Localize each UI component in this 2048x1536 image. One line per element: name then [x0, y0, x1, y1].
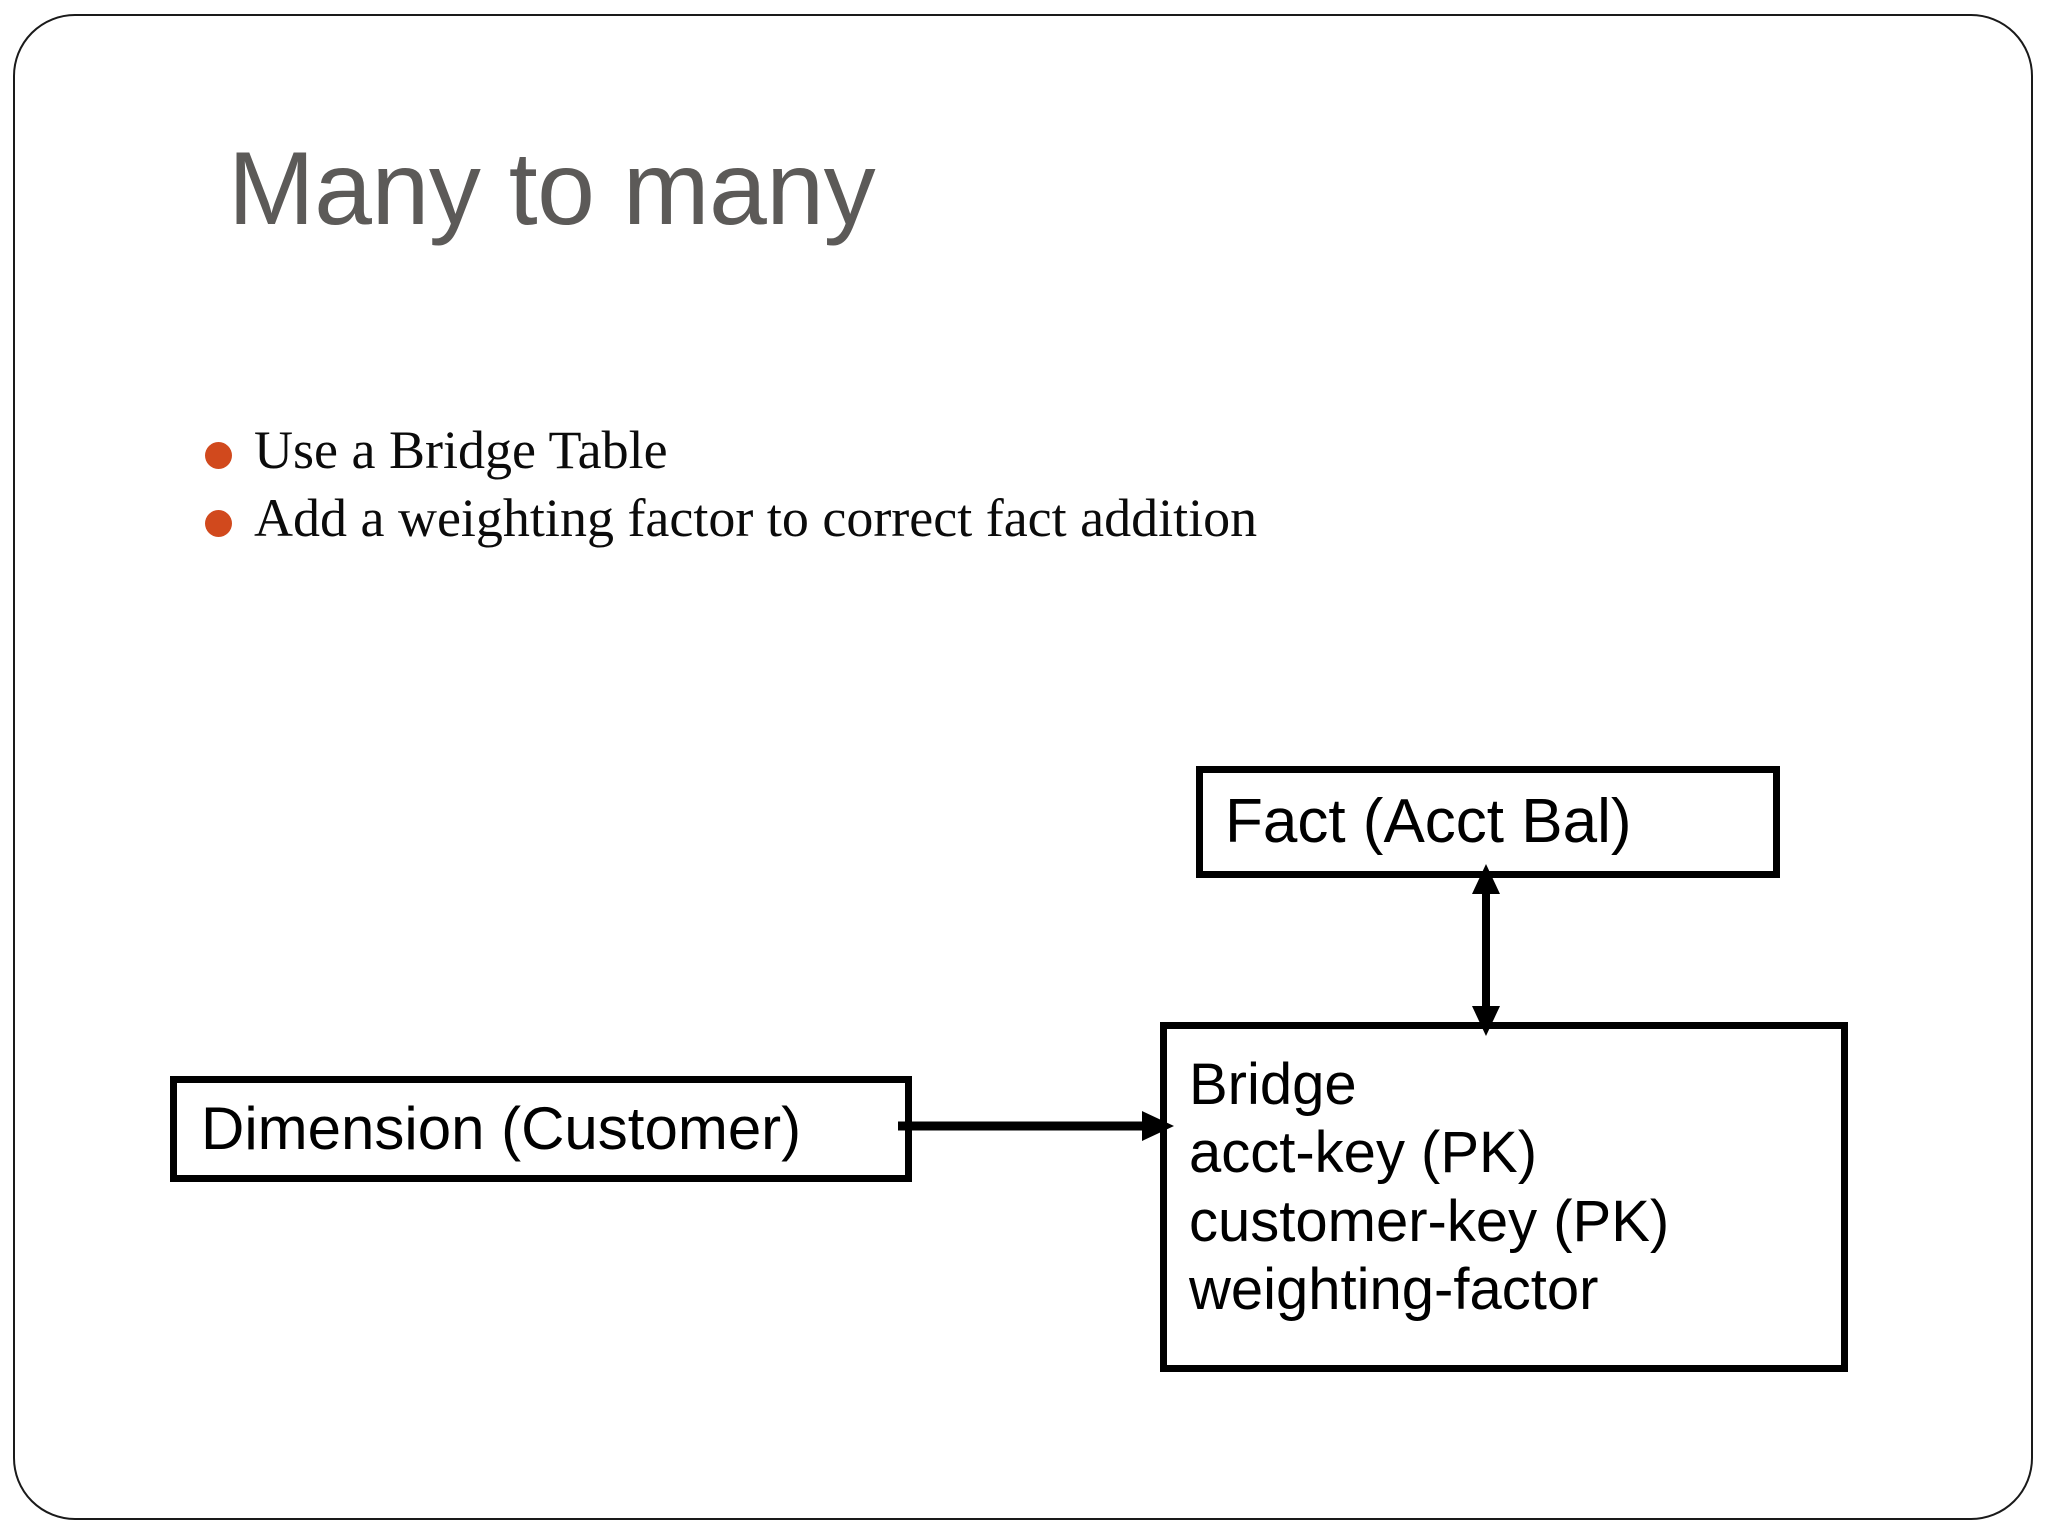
bullet-dot-icon: [205, 509, 232, 537]
bullet-dot-icon: [205, 442, 232, 469]
dimension-table-node: Dimension (Customer): [170, 1076, 912, 1182]
bridge-table-label: Bridge: [1189, 1052, 1357, 1117]
fact-table-label: Fact (Acct Bal): [1225, 787, 1632, 856]
bullet-list: Use a Bridge Table Add a weighting facto…: [205, 420, 1505, 555]
dimension-table-label: Dimension (Customer): [201, 1095, 802, 1162]
bridge-table-node: Bridge acct-key (PK) customer-key (PK) w…: [1160, 1022, 1848, 1372]
connector-dimension-to-bridge-arrow: [898, 1111, 1174, 1141]
bridge-field-customer-key: customer-key (PK): [1189, 1188, 1670, 1254]
page-title: Many to many: [228, 131, 876, 247]
list-item-label: Add a weighting factor to correct fact a…: [254, 487, 1258, 548]
list-item: Use a Bridge Table: [205, 420, 1505, 482]
list-item-label: Use a Bridge Table: [254, 420, 668, 480]
connector-bridge-to-fact-arrow: [1472, 864, 1500, 1036]
list-item: Add a weighting factor to correct fact a…: [205, 488, 1505, 550]
bridge-field-acct-key: acct-key (PK): [1189, 1120, 1538, 1186]
bridge-field-weighting-factor: weighting-factor: [1189, 1257, 1599, 1323]
